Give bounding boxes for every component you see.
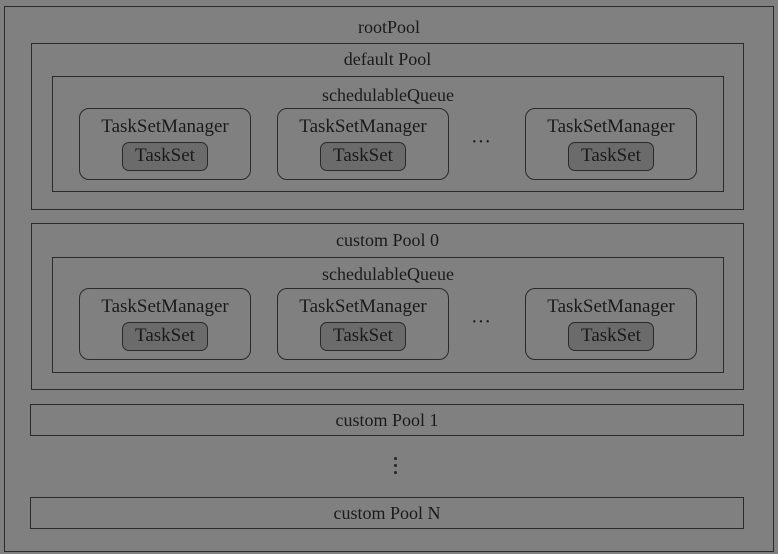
root-pool: rootPool [4, 6, 774, 552]
default-pool-schedulable-queue: schedulableQueue [52, 76, 724, 192]
task-set: TaskSet [122, 322, 208, 351]
custom-pool-n: custom Pool N [30, 497, 744, 529]
default-pool: default Pool [31, 43, 744, 210]
task-set: TaskSet [122, 142, 208, 171]
custom-pool-0-schedulable-queue: schedulableQueue [52, 257, 724, 373]
task-set-manager-label: TaskSetManager [547, 116, 675, 137]
schedulable-queue-title: schedulableQueue [322, 264, 454, 284]
default-pool-title: default Pool [343, 49, 432, 69]
task-set-manager-label: TaskSetManager [299, 296, 427, 317]
task-set-manager: TaskSetManager TaskSet [277, 288, 449, 360]
task-set: TaskSet [320, 142, 406, 171]
task-set: TaskSet [320, 322, 406, 351]
vertical-ellipsis [389, 455, 403, 477]
queue-ellipsis: ··· [471, 311, 491, 333]
custom-pool-n-title: custom Pool N [333, 503, 441, 523]
schedulable-queue-title: schedulableQueue [322, 85, 454, 105]
custom-pool-0: custom Pool 0 [31, 223, 744, 390]
task-set-manager: TaskSetManager TaskSet [79, 288, 251, 360]
root-pool-title: rootPool [357, 17, 420, 37]
task-set-manager: TaskSetManager TaskSet [79, 108, 251, 180]
task-set-manager: TaskSetManager TaskSet [525, 288, 697, 360]
task-set-manager-label: TaskSetManager [299, 116, 427, 137]
custom-pool-1-title: custom Pool 1 [335, 410, 439, 430]
task-set-manager-label: TaskSetManager [547, 296, 675, 317]
task-set-manager-label: TaskSetManager [101, 116, 229, 137]
task-set: TaskSet [568, 322, 654, 351]
custom-pool-0-title: custom Pool 0 [335, 230, 439, 250]
task-set-manager: TaskSetManager TaskSet [277, 108, 449, 180]
custom-pool-1: custom Pool 1 [30, 404, 744, 436]
task-set-manager-label: TaskSetManager [101, 296, 229, 317]
task-set-manager: TaskSetManager TaskSet [525, 108, 697, 180]
queue-ellipsis: ··· [471, 131, 491, 153]
task-set: TaskSet [568, 142, 654, 171]
